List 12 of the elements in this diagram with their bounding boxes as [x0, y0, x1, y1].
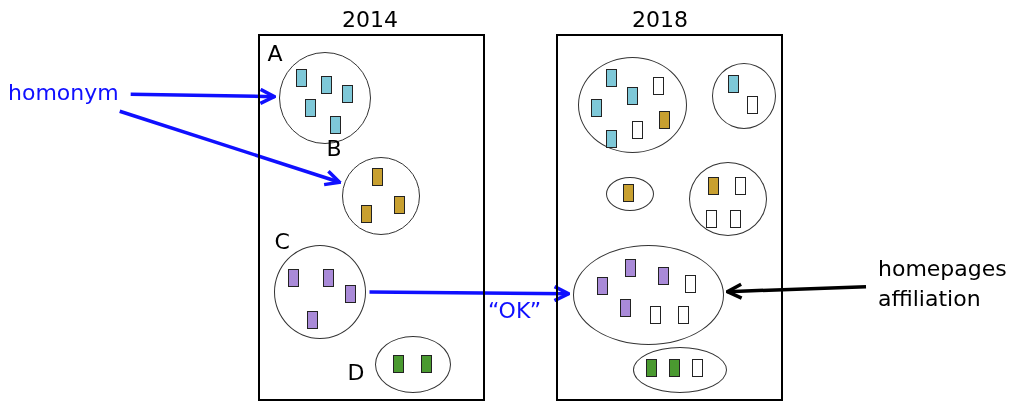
arrow: [369, 284, 571, 303]
cluster-letter: B: [326, 135, 342, 162]
arrow: [119, 109, 342, 187]
attribute-label: homepages affiliation: [878, 254, 1008, 314]
arrow: [725, 282, 867, 300]
year-heading: 2018: [632, 7, 688, 33]
year-heading: 2014: [342, 7, 398, 33]
cluster-letter: A: [267, 40, 283, 67]
cluster-letter: D: [347, 359, 365, 386]
arrow: [130, 87, 277, 106]
cluster-letter: C: [274, 228, 290, 255]
term-label: homonym: [8, 80, 119, 106]
